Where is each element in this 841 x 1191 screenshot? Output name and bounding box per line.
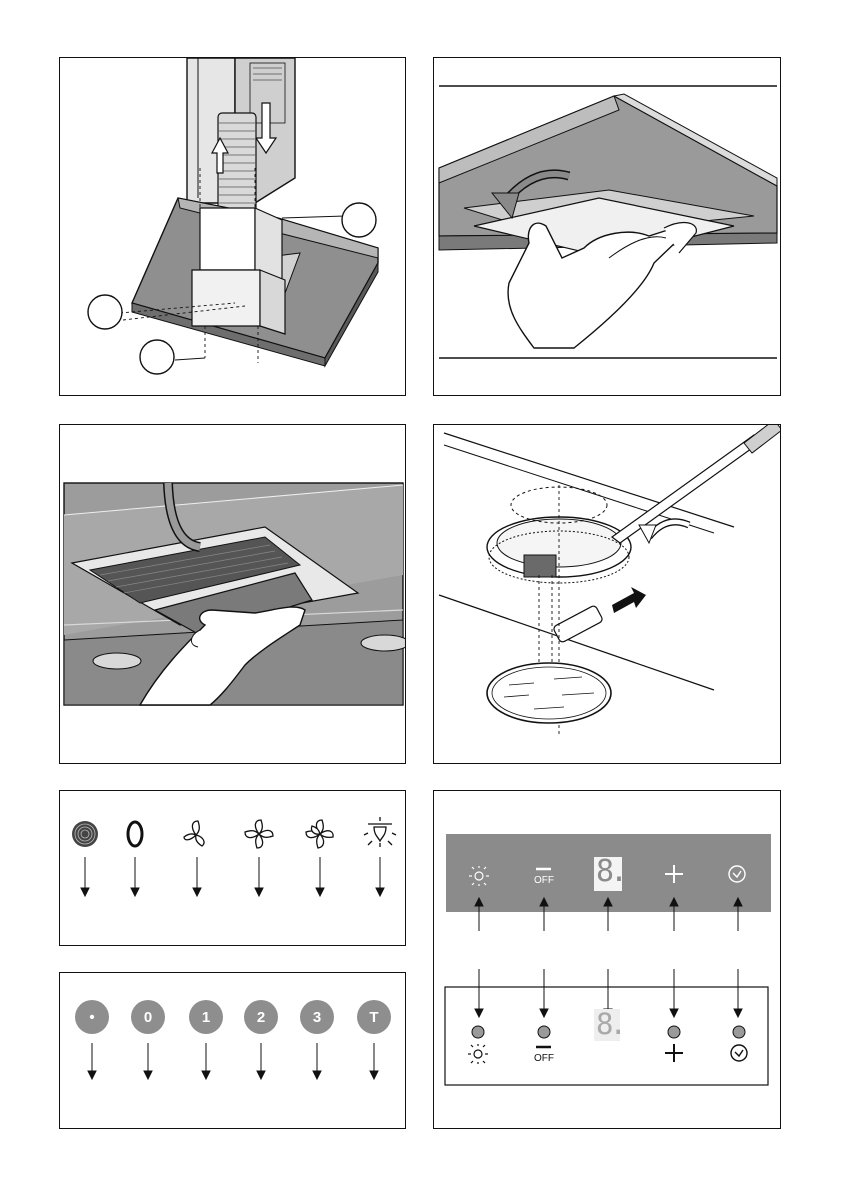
filter-removal-drawing (434, 58, 781, 396)
plus-led (668, 1026, 680, 1038)
panel-electronic-controls: OFF 8. OFF 8. (433, 790, 781, 1129)
fan-2-icon (245, 820, 273, 848)
callout-circle-a (342, 203, 376, 237)
symbol-arrows (81, 857, 384, 896)
electronic-controls-drawing (434, 791, 781, 1129)
display-digit-upper: 8. (596, 854, 624, 889)
display-digit-lower: 8. (596, 1007, 623, 1041)
hood-installation-drawing (60, 58, 406, 396)
panel-hood-installation (59, 57, 406, 396)
panel-filter-removal (433, 57, 781, 396)
light-led (472, 1026, 484, 1038)
control-symbols-drawing (60, 791, 406, 946)
remote-key-arrows (60, 973, 406, 1129)
light-icon (364, 817, 396, 847)
callout-circle-c (140, 340, 174, 374)
off-led (538, 1026, 550, 1038)
zero-icon (128, 822, 142, 846)
off-label-upper: OFF (534, 875, 554, 886)
carbon-filter-drawing (60, 425, 406, 764)
panel-lamp-replacement (433, 424, 781, 764)
panel-control-symbols (59, 790, 406, 946)
ring-icon (72, 821, 98, 847)
timer-led (733, 1026, 745, 1038)
fan-3-icon (306, 820, 333, 848)
off-label-lower: OFF (534, 1053, 554, 1064)
callout-circle-b (88, 295, 122, 329)
panel-carbon-filter (59, 424, 406, 764)
panel-remote-keys: • 0 1 2 3 T (59, 972, 406, 1129)
lamp-replacement-drawing (434, 425, 781, 764)
fan-1-icon (184, 821, 204, 846)
